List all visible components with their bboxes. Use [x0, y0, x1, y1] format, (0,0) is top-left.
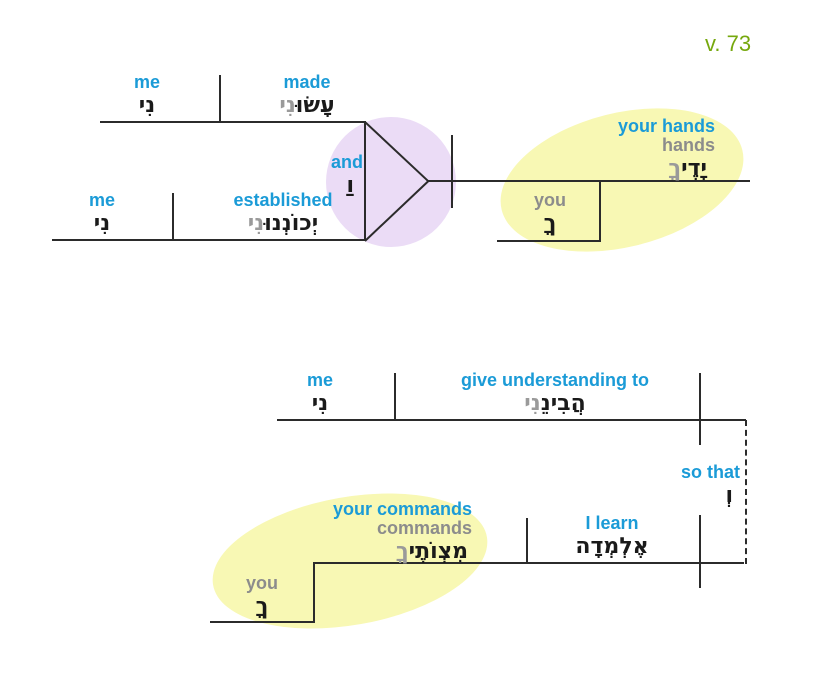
- subject-phrase: your hands hands יָדֶיךָ: [618, 117, 715, 182]
- clause3-verb: give understanding to הֲבִינֵנִי: [461, 371, 649, 417]
- object-possessor: you ךָ: [246, 574, 278, 620]
- clause1-verb: made עָשׂוּנִי: [279, 73, 334, 119]
- subject-predicate-divider: [451, 135, 453, 208]
- conjunction-and-gloss: and: [330, 152, 363, 172]
- conjunction-so-that-gloss: so that: [680, 462, 740, 482]
- clause3-verb-suffix: נִי: [524, 390, 541, 416]
- clause2-object-divider: [172, 193, 174, 241]
- coordination-bracket: [364, 121, 366, 241]
- main-baseline: [428, 180, 750, 182]
- conjunction-so-that: so that וְ: [681, 463, 740, 509]
- clause1-object-hebrew: נִי: [138, 92, 156, 118]
- possessor-step-horizontal: [497, 240, 601, 242]
- conjunction-and: and וַ: [331, 153, 363, 199]
- clause2-verb: established יְכוֹנְנוּנִי: [233, 191, 332, 237]
- subject-possessor: you ךָ: [534, 191, 566, 237]
- clause2-object: me נִי: [89, 191, 115, 237]
- object-phrase: your commands commands מִצְוֹתֶיךָ: [333, 500, 472, 565]
- subject-noun-suffix: ךָ: [668, 155, 682, 181]
- clause2-object-gloss: me: [88, 190, 116, 210]
- object-noun-suffix: ךָ: [395, 538, 409, 564]
- clause1-verb-hebrew: עָשׂוּנִי: [279, 92, 335, 118]
- clause3-object-divider: [394, 373, 396, 421]
- clause1-verb-suffix: נִי: [279, 92, 296, 118]
- object-possessor-gloss: you: [245, 573, 279, 593]
- object-noun-gloss: commands: [376, 517, 472, 538]
- clause4-right-divider: [699, 515, 701, 588]
- clause1-object-divider: [219, 75, 221, 123]
- possessor-step-vertical: [599, 181, 601, 242]
- clause4-baseline: [314, 562, 744, 564]
- clause2-verb-hebrew: יְכוֹנְנוּנִי: [247, 210, 319, 236]
- clause3-object: me נִי: [307, 371, 333, 417]
- clause1-object-gloss: me: [133, 72, 161, 92]
- clause3-object-gloss: me: [306, 370, 334, 390]
- clause3-object-hebrew: נִי: [311, 390, 329, 416]
- clause2-baseline: [52, 239, 365, 241]
- object-step-vertical: [313, 562, 315, 623]
- verse-label: v. 73: [705, 31, 752, 56]
- clause1-baseline: [100, 121, 365, 123]
- clause4-object-divider: [526, 518, 528, 564]
- clause4-verb-gloss: I learn: [585, 513, 639, 533]
- clause4-verb-hebrew: אֶלְמְדָה: [575, 533, 649, 559]
- clause3-right-divider: [699, 373, 701, 445]
- object-phrase-gloss: your commands: [332, 499, 472, 519]
- conjunction-highlight-circle: [326, 117, 456, 247]
- conjunction-and-hebrew: וַ: [346, 172, 354, 198]
- clause3-verb-hebrew: הֲבִינֵנִי: [524, 390, 586, 416]
- clause1-verb-gloss: made: [283, 72, 331, 92]
- subordination-dashed-line: [745, 420, 747, 564]
- subject-noun-gloss: hands: [661, 134, 715, 155]
- clause1-object: me נִי: [134, 73, 160, 119]
- object-possessor-hebrew: ךָ: [255, 593, 269, 619]
- object-step-horizontal: [210, 621, 315, 623]
- clause2-verb-suffix: נִי: [247, 210, 265, 236]
- object-noun-hebrew: מִצְוֹתֶיךָ: [395, 538, 468, 564]
- subject-possessor-hebrew: ךָ: [543, 210, 557, 236]
- clause2-object-hebrew: נִי: [93, 210, 111, 236]
- clause2-verb-gloss: established: [233, 190, 333, 210]
- clause3-verb-gloss: give understanding to: [460, 370, 650, 390]
- clause3-baseline: [277, 419, 746, 421]
- conjunction-so-that-hebrew: וְ: [725, 482, 733, 508]
- clause4-verb: I learn אֶלְמְדָה: [575, 514, 648, 560]
- subject-noun-hebrew: יָדֶיךָ: [668, 155, 707, 181]
- subject-phrase-gloss: your hands: [617, 116, 715, 136]
- subject-possessor-gloss: you: [533, 190, 567, 210]
